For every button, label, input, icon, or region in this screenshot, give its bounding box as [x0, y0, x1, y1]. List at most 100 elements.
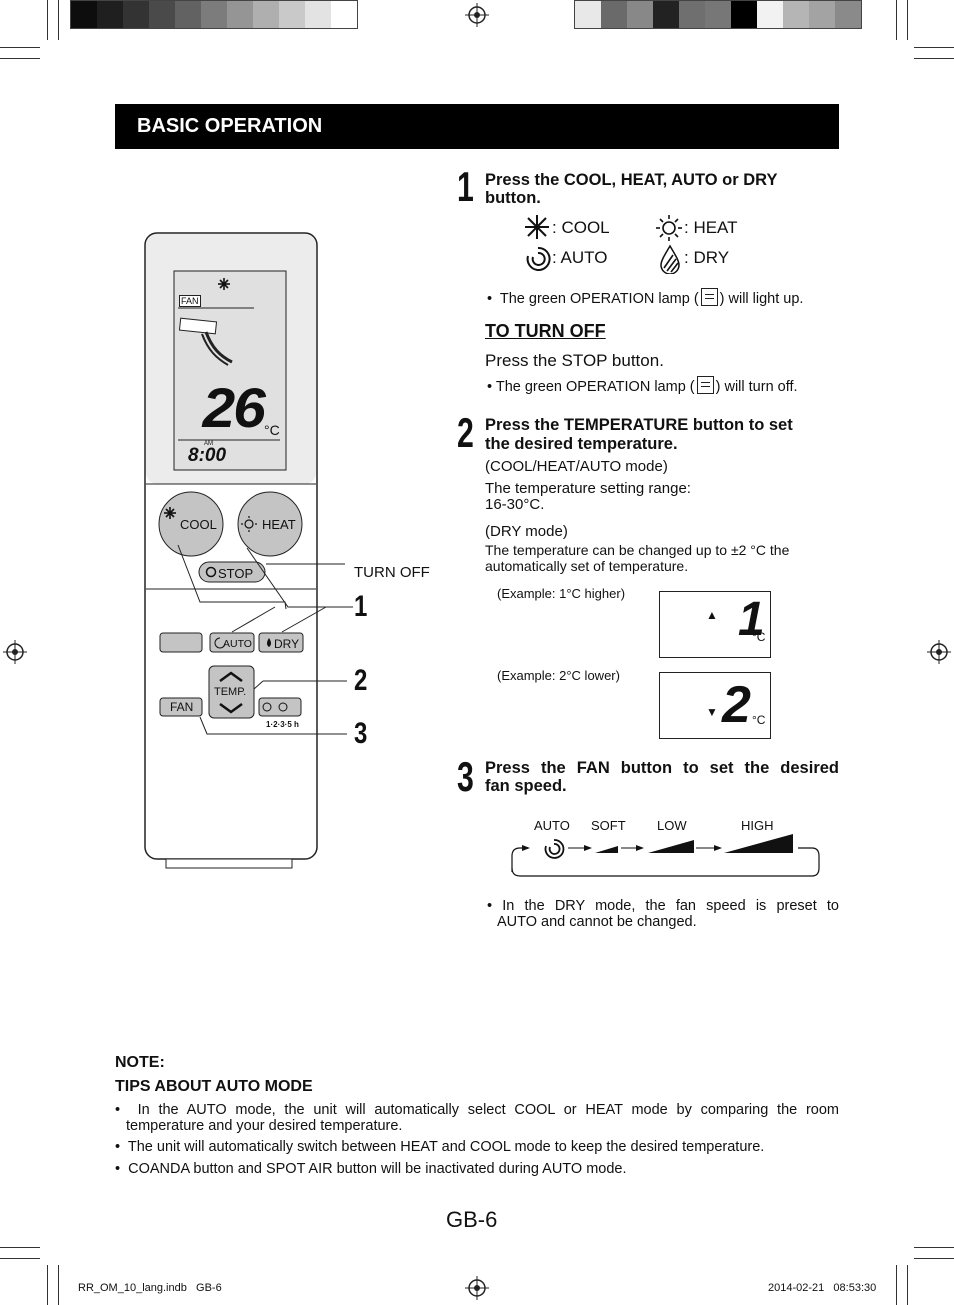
color-bar-left [70, 0, 358, 29]
crop-mark [0, 1247, 40, 1248]
lcd-clock: 8:00 [188, 445, 227, 466]
lamp-off-note: • The green OPERATION lamp () will turn … [487, 376, 798, 395]
mode-a-label: (COOL/HEAT/AUTO mode) [485, 458, 668, 475]
tips-heading: TIPS ABOUT AUTO MODE [115, 1078, 313, 1095]
turn-off-heading: TO TURN OFF [485, 321, 606, 341]
crop-mark [47, 0, 48, 40]
footer-file: RR_OM_10_lang.indb GB-6 [78, 1282, 222, 1294]
speed-low-label: LOW [657, 818, 687, 833]
mode-auto-label: : AUTO [552, 248, 608, 267]
crop-mark [58, 0, 59, 40]
cool-button[interactable]: COOL [180, 517, 217, 532]
lcd-am-label: AM [204, 441, 213, 447]
example-higher-label: (Example: 1°C higher) [497, 586, 626, 601]
crop-mark [914, 47, 954, 48]
example-lower-value: 2 [722, 676, 751, 734]
crop-mark [58, 1265, 59, 1305]
lcd-unit: °C [264, 422, 280, 438]
turn-off-label: TURN OFF [354, 564, 430, 581]
tip-1: • In the AUTO mode, the unit will automa… [115, 1102, 839, 1134]
note-heading: NOTE: [115, 1054, 165, 1071]
crop-mark [907, 0, 908, 40]
crop-mark [914, 58, 954, 59]
example-lower-display: ▼ 2 °C [659, 672, 771, 739]
fan-dry-note-text1: In the DRY mode, the fan speed is preset… [502, 898, 839, 914]
example-higher-unit: °C [752, 630, 766, 644]
lamp-off-pre: The green OPERATION lamp ( [495, 379, 695, 395]
lamp-on-pre: The green OPERATION lamp ( [499, 291, 699, 307]
crop-mark [896, 0, 897, 40]
step-3-title-line1: Press the FAN button to set the desired [485, 759, 839, 777]
callout-3: 3 [354, 717, 368, 750]
dry-note-line1: The temperature can be changed up to ±2 … [485, 542, 790, 558]
color-bar-right [574, 0, 862, 29]
tip-2: • The unit will automatically switch bet… [115, 1139, 765, 1155]
crop-mark [907, 1265, 908, 1305]
crop-mark [47, 1265, 48, 1305]
callout-1: 1 [354, 590, 368, 623]
lamp-off-post: ) will turn off. [715, 379, 798, 395]
fan-dry-note-line1: • In the DRY mode, the fan speed is pres… [487, 898, 839, 914]
example-lower-unit: °C [752, 713, 766, 727]
temp-button[interactable]: TEMP. [214, 686, 247, 698]
fan-speed-cycle-diagram [511, 834, 820, 877]
tip-3-text: COANDA button and SPOT AIR button will b… [128, 1161, 627, 1177]
section-header: BASIC OPERATION [115, 104, 839, 149]
heat-button[interactable]: HEAT [262, 517, 296, 532]
snowflake-icon [525, 215, 549, 239]
mode-cool-label: : COOL [552, 218, 610, 237]
auto-button[interactable]: AUTO [223, 638, 252, 650]
speed-high-label: HIGH [741, 818, 774, 833]
speed-auto-label: AUTO [534, 818, 570, 833]
registration-mark-icon [465, 3, 489, 27]
down-triangle-icon: ▼ [706, 705, 718, 719]
lcd-fan-label: FAN [179, 295, 201, 307]
lcd-temperature-display: 26 [202, 376, 266, 439]
step-1-number: 1 [457, 163, 474, 210]
stop-button[interactable]: STOP [218, 566, 254, 581]
crop-mark [0, 1258, 40, 1259]
dry-note-line2: automatically set of temperature. [485, 558, 689, 574]
step-3-number: 3 [457, 753, 474, 800]
mode-dry-label: : DRY [684, 248, 730, 267]
footer-timestamp: 2014-02-21 08:53:30 [768, 1282, 877, 1294]
tip-1-line2: temperature and your desired temperature… [126, 1118, 403, 1134]
remote-control-illustration [144, 232, 353, 869]
crop-mark [896, 1265, 897, 1305]
step-1-title: Press the COOL, HEAT, AUTO or DRY button… [485, 171, 778, 207]
page-number: GB-6 [446, 1207, 498, 1232]
step-2-title-line2: the desired temperature. [485, 435, 678, 453]
crop-mark [0, 47, 40, 48]
crop-mark [0, 58, 40, 59]
crop-mark [914, 1258, 954, 1259]
operation-lamp-icon [696, 376, 714, 394]
drop-icon [660, 244, 680, 274]
section-title: BASIC OPERATION [137, 115, 323, 137]
mode-b-label: (DRY mode) [485, 523, 568, 540]
lamp-on-note: • The green OPERATION lamp () will light… [487, 288, 803, 307]
step-2-title-line1: Press the TEMPERATURE button to set [485, 416, 793, 434]
timer-hours-label: 1·2·3·5 h [266, 720, 299, 729]
tip-3: • COANDA button and SPOT AIR button will… [115, 1161, 627, 1177]
range-value: 16-30°C. [485, 496, 545, 513]
tip-1-text: In the AUTO mode, the unit will automati… [137, 1102, 839, 1118]
lamp-on-post: ) will light up. [719, 291, 804, 307]
auto-swirl-icon [526, 246, 551, 271]
tip-2-text: The unit will automatically switch betwe… [127, 1139, 765, 1155]
speed-soft-label: SOFT [591, 818, 626, 833]
range-label: The temperature setting range: [485, 480, 691, 497]
dry-button[interactable]: DRY [274, 637, 300, 651]
turn-off-instruction: Press the STOP button. [485, 351, 664, 370]
example-higher-value: 1 [738, 593, 765, 646]
registration-mark-icon [927, 640, 951, 664]
registration-mark-icon [465, 1276, 489, 1300]
step-2-number: 2 [457, 409, 474, 456]
up-triangle-icon: ▲ [706, 608, 718, 622]
example-higher-display: ▲ 1 °C [659, 591, 771, 658]
example-lower-label: (Example: 2°C lower) [497, 668, 620, 683]
registration-mark-icon [3, 640, 27, 664]
step-3-title-line2: fan speed. [485, 777, 567, 795]
fan-button[interactable]: FAN [170, 700, 194, 714]
crop-mark [914, 1247, 954, 1248]
mode-heat-label: : HEAT [684, 218, 738, 237]
